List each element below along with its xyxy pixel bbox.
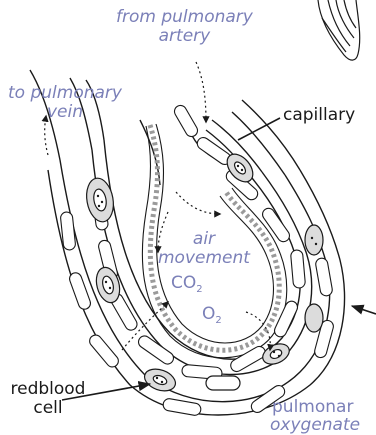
- air-in-arrow: [176, 192, 220, 214]
- oxygenated-label-cut: oxygenate: [270, 416, 376, 435]
- to-vein-arrow: [45, 116, 48, 155]
- capillary-pointer: [238, 118, 280, 140]
- bronchiole-sketch: [318, 0, 360, 60]
- co2-label: CO2: [171, 274, 203, 295]
- o2-label: O2: [202, 305, 222, 326]
- right-edge-pointer: [352, 306, 376, 314]
- capillary-label: capillary: [283, 106, 355, 125]
- to-pulmonary-vein-label: to pulmonary vein: [8, 84, 122, 121]
- red-blood-cell-label: redblood cell: [4, 380, 92, 417]
- nucleated-cells: [83, 149, 323, 395]
- from-artery-arrow: [196, 62, 206, 122]
- from-pulmonary-artery-label: from pulmonary artery: [116, 8, 253, 45]
- air-movement-label: air movement: [158, 230, 250, 267]
- pulmonary-label-cut: pulmonar: [272, 398, 376, 417]
